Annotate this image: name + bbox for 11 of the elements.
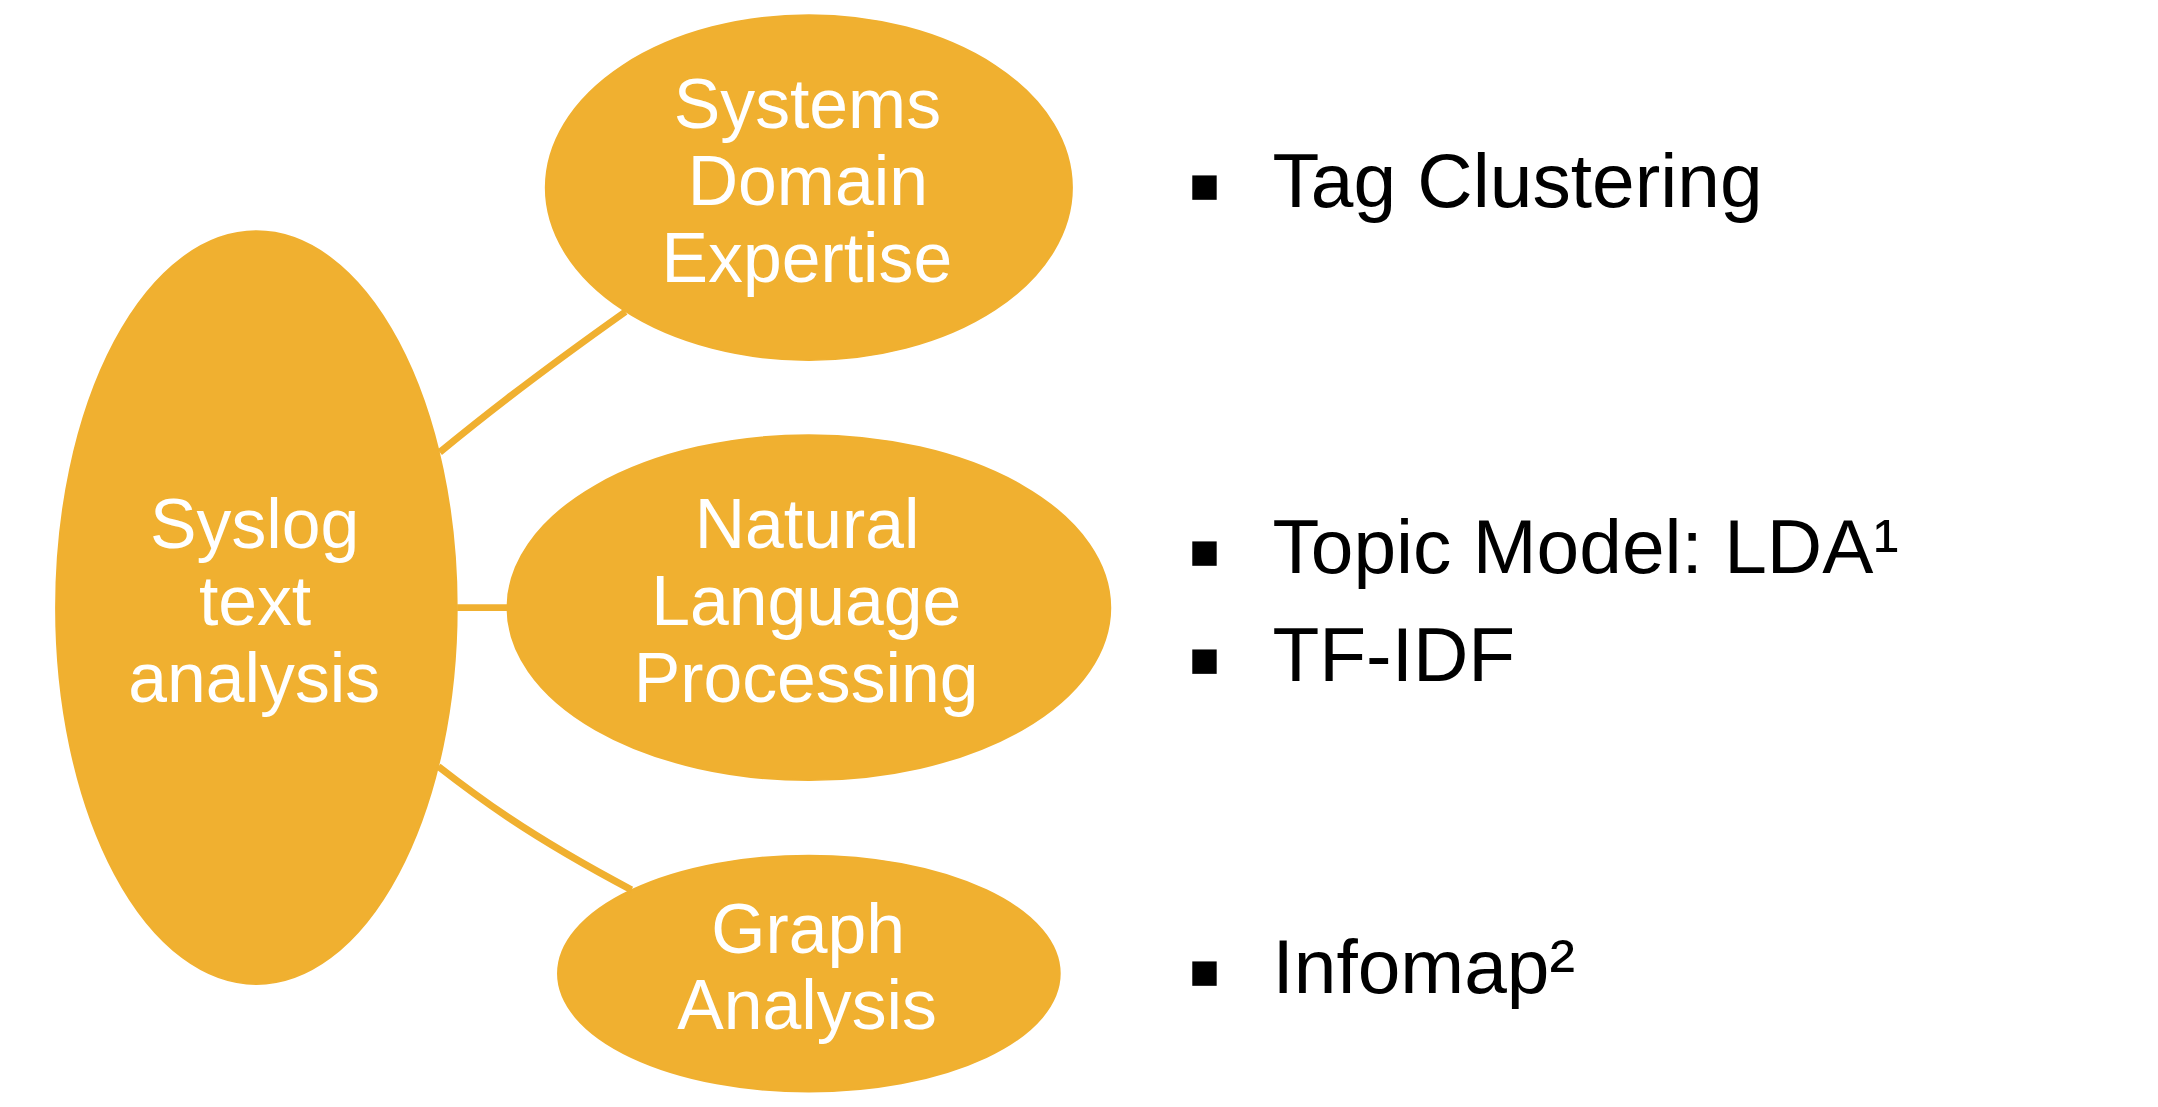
node-ellipse: Graph Analysis	[557, 854, 1061, 1093]
node-label: Infomap²	[1272, 924, 1576, 1010]
connector	[437, 308, 628, 455]
node-label: Topic Model: LDA¹	[1272, 504, 1899, 590]
node-ellipse: Natural Language Processing	[506, 434, 1112, 781]
node-ellipse: Systems Domain Expertise	[544, 14, 1073, 361]
connector	[457, 604, 508, 612]
node-label: TF-IDF	[1272, 612, 1516, 698]
node-label: Tag Clustering	[1272, 138, 1763, 224]
connector	[436, 763, 634, 893]
node-ellipse: Syslog text analysis	[55, 230, 458, 985]
